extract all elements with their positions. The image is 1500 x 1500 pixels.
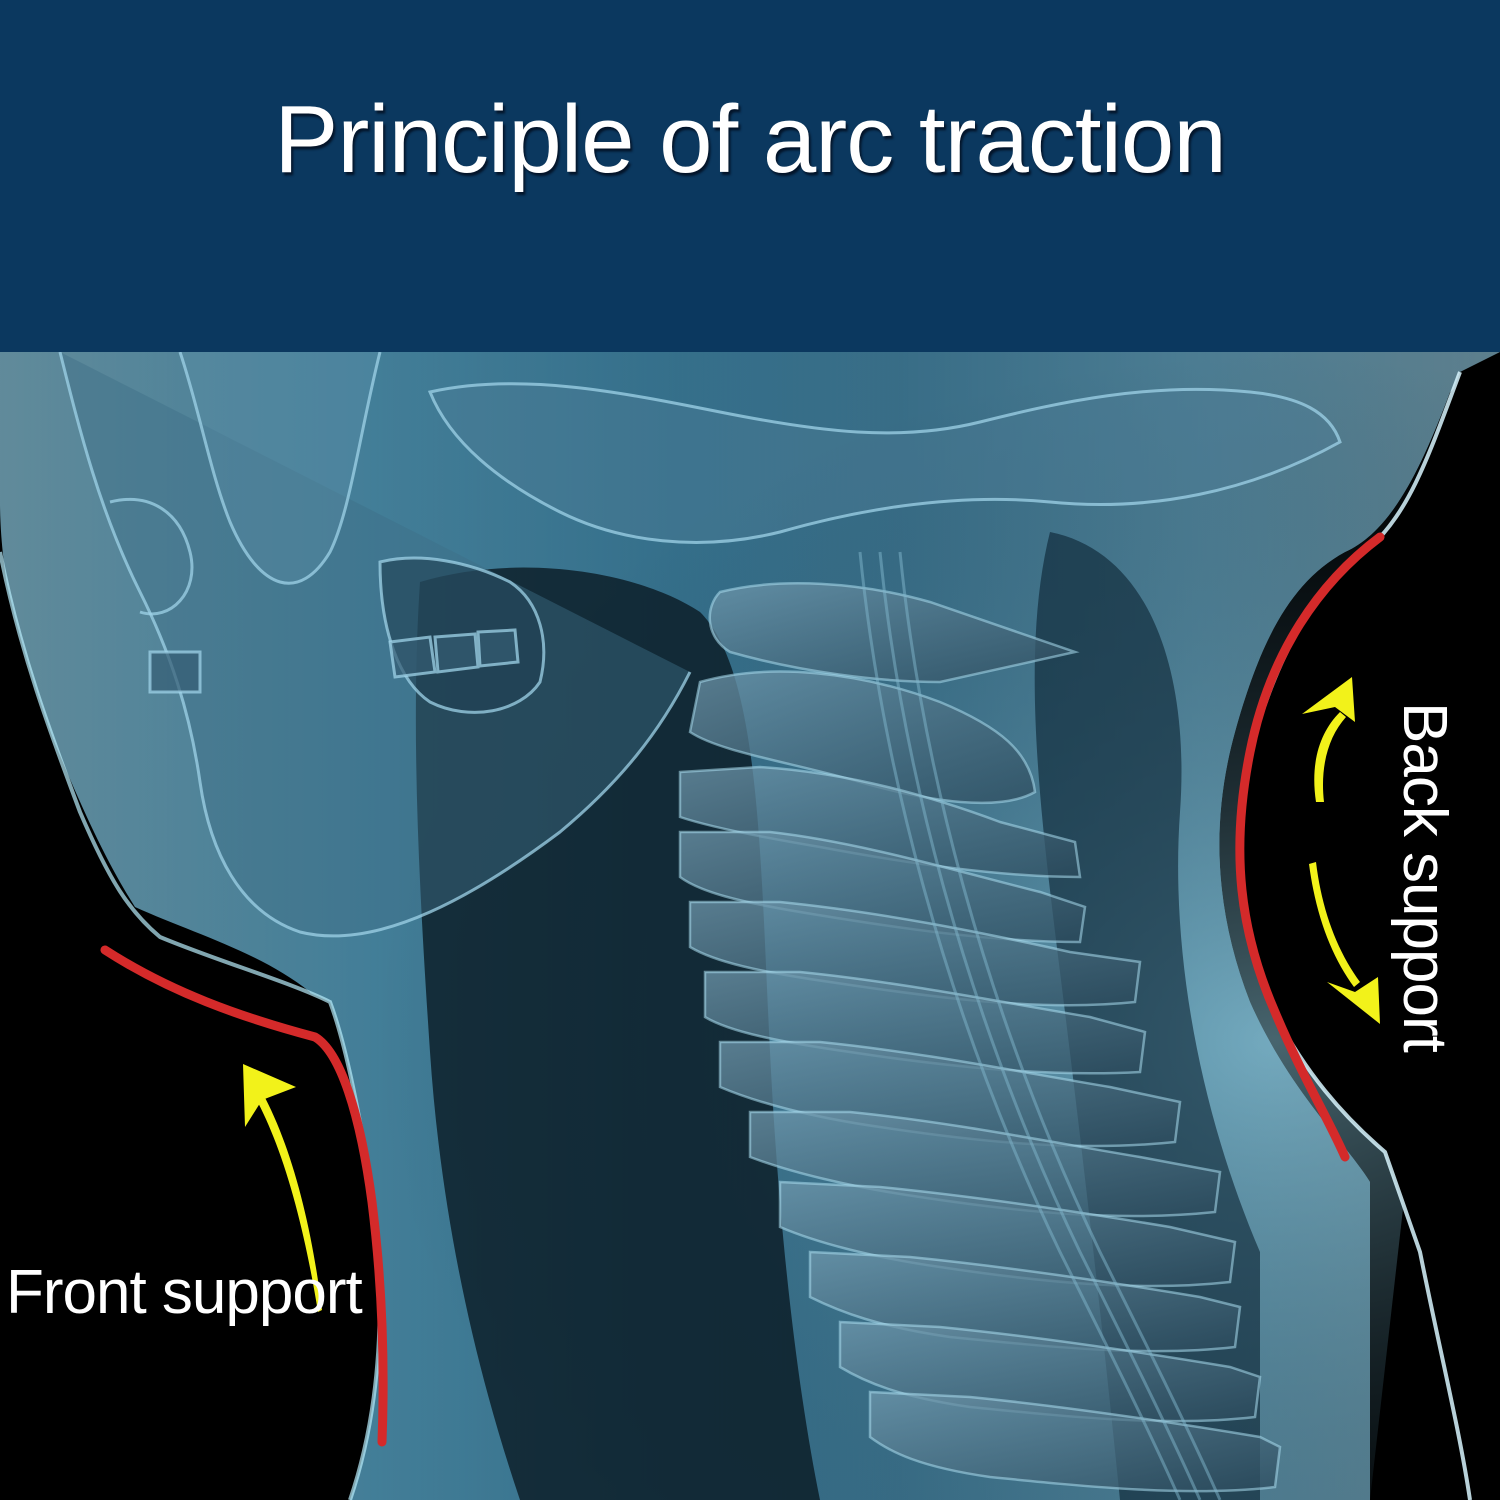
back-background <box>1238 352 1500 1500</box>
front-support-arc <box>100 945 388 1447</box>
back-support-label: Back support <box>1390 702 1459 1052</box>
page-title: Principle of arc traction <box>274 86 1226 193</box>
spinal-cord <box>858 551 1222 1500</box>
front-background <box>0 552 380 1500</box>
cervical-spine <box>678 582 1282 1493</box>
xray-neck-illustration: Front support Back support <box>0 352 1500 1500</box>
xray-neck-graphic <box>0 352 1500 1500</box>
front-arrow-icon <box>243 1064 322 1312</box>
back-arrow-icon <box>1302 677 1380 1024</box>
skull <box>58 352 1342 938</box>
back-support-arc <box>1235 532 1385 1162</box>
title-banner: Principle of arc traction <box>0 0 1500 352</box>
front-support-label: Front support <box>6 1258 363 1327</box>
